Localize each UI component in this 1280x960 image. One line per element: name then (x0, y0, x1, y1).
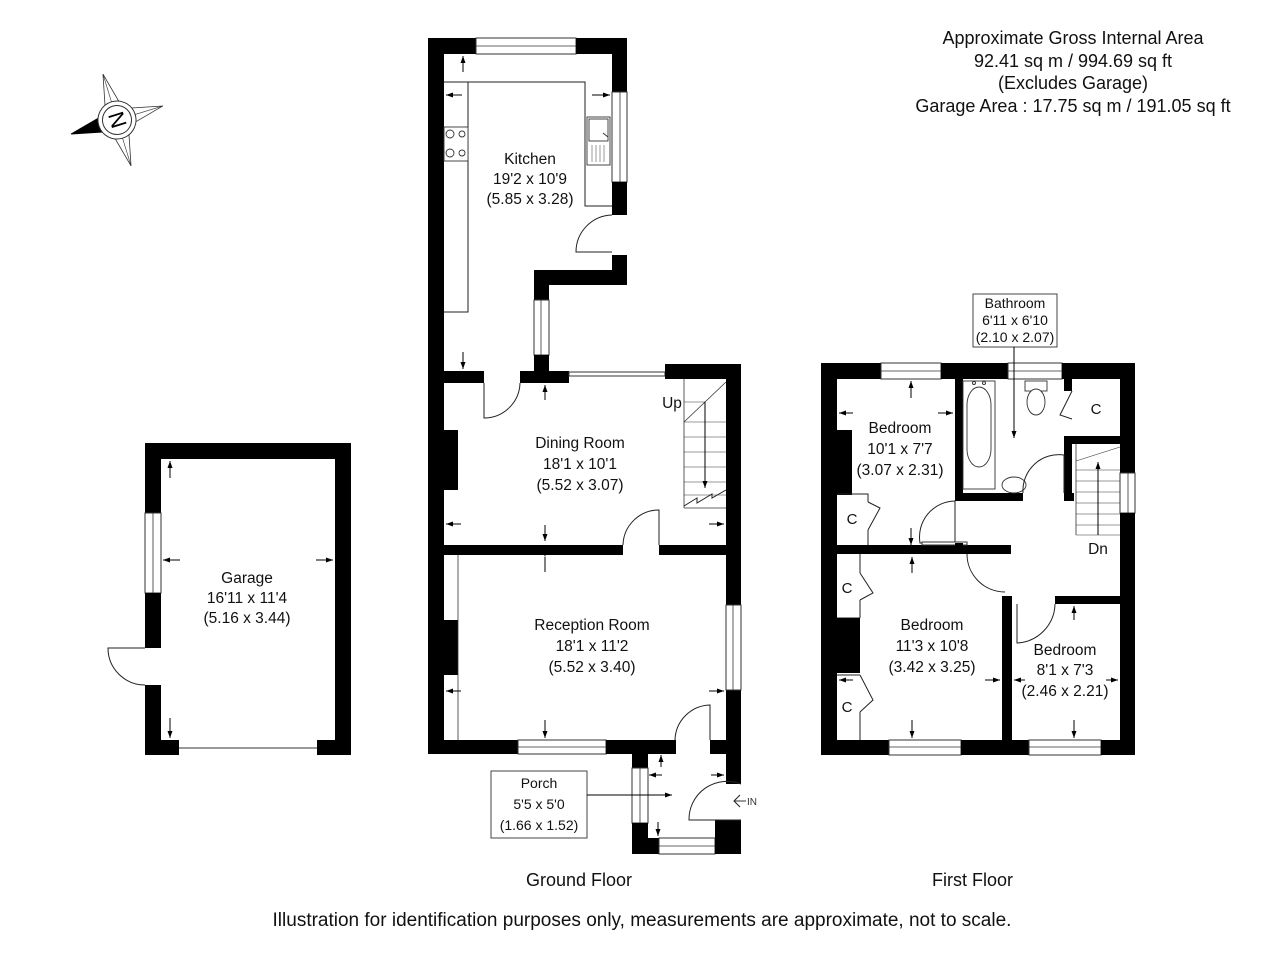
area-title: Approximate Gross Internal Area (942, 28, 1204, 48)
gross-internal-area-summary: Approximate Gross Internal Area 92.41 sq… (880, 27, 1266, 117)
bedroom3-imperial: 8'1 x 7'3 (1037, 662, 1094, 679)
ground-stairs-up-label: Up (662, 395, 682, 412)
kitchen-imperial: 19'2 x 10'9 (493, 171, 567, 188)
bedroom1-name: Bedroom (869, 420, 932, 437)
compass-rose-icon (70, 73, 164, 167)
bedroom2-name: Bedroom (901, 617, 964, 634)
dining-metric: (5.52 x 3.07) (536, 477, 623, 494)
ground-floor-plan: Kitchen 19'2 x 10'9 (5.85 x 3.28) Up (428, 37, 757, 855)
dining-imperial: 18'1 x 10'1 (543, 456, 617, 473)
area-note: (Excludes Garage) (997, 73, 1149, 93)
disclaimer-text: Illustration for identification purposes… (272, 910, 1012, 931)
bedroom1-imperial: 10'1 x 7'7 (867, 441, 932, 458)
cupboard-label-4: C (842, 699, 853, 716)
porch-metric: (1.66 x 1.52) (500, 817, 579, 833)
bathroom-metric: (2.10 x 2.07) (976, 329, 1055, 345)
garage-metric: (5.16 x 3.44) (203, 610, 290, 627)
cupboard-label-2: C (1091, 401, 1102, 418)
bathroom-name: Bathroom (985, 295, 1046, 311)
garage-imperial: 16'11 x 11'4 (207, 590, 288, 607)
bedroom3-metric: (2.46 x 2.21) (1021, 683, 1108, 700)
garage-plan: Garage 16'11 x 11'4 (5.16 x 3.44) (107, 443, 351, 755)
bedroom2-imperial: 11'3 x 10'8 (896, 638, 969, 655)
cupboard-label-3: C (842, 580, 853, 597)
garage-name: Garage (221, 570, 273, 587)
entrance-label: IN (747, 797, 757, 808)
first-floor-stairs (1075, 444, 1121, 536)
bedroom2-metric: (3.42 x 3.25) (888, 659, 975, 676)
porch-imperial: 5'5 x 5'0 (513, 796, 564, 812)
reception-imperial: 18'1 x 11'2 (556, 638, 629, 655)
first-floor-plan: C C Dn (821, 293, 1136, 756)
reception-metric: (5.52 x 3.40) (548, 659, 635, 676)
first-stairs-down-label: Dn (1088, 541, 1108, 558)
bedroom1-metric: (3.07 x 2.31) (856, 462, 943, 479)
kitchen-metric: (5.85 x 3.28) (486, 191, 573, 208)
ground-floor-label: Ground Floor (526, 870, 633, 890)
area-total: 92.41 sq m / 994.69 sq ft (973, 50, 1173, 71)
dining-name: Dining Room (535, 435, 625, 452)
first-floor-label: First Floor (932, 870, 1013, 890)
ground-stairs (683, 379, 727, 509)
cupboard-label-1: C (847, 511, 858, 528)
garage-area: Garage Area : 17.75 sq m / 191.05 sq ft (915, 95, 1231, 116)
bathroom-imperial: 6'11 x 6'10 (982, 312, 1048, 328)
compass-north-letter: N (103, 109, 132, 132)
porch-name: Porch (521, 775, 558, 791)
reception-name: Reception Room (534, 617, 649, 634)
bedroom3-name: Bedroom (1034, 642, 1097, 659)
entrance-arrow-icon (733, 794, 746, 808)
kitchen-name: Kitchen (504, 151, 556, 168)
